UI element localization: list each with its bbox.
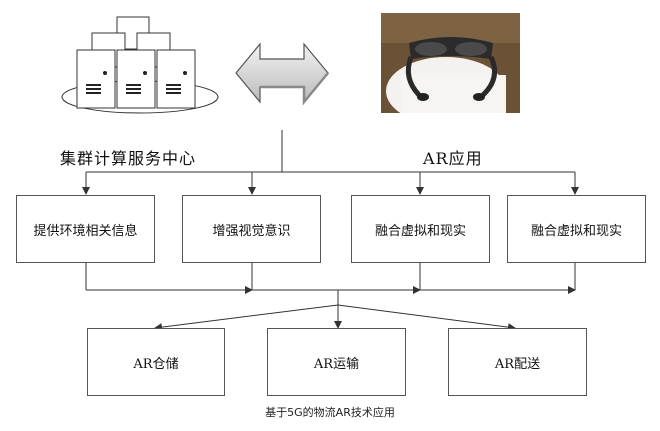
box-ar-warehousing: AR仓储 [87,328,225,396]
box-environment-info: 提供环境相关信息 [16,195,155,263]
ar-application-label: AR应用 [423,149,483,168]
double-arrow-icon [235,42,329,106]
cluster-computing-label: 集群计算服务中心 [60,149,197,168]
box-ar-transport: AR运输 [267,328,406,396]
box-merge-virtual-reality-1: 融合虚拟和现实 [351,195,490,263]
box-merge-virtual-reality-2: 融合虚拟和现实 [507,195,646,263]
box-ar-delivery: AR配送 [448,328,587,396]
server-cluster-icon [61,16,219,114]
ar-glasses-photo [381,13,520,113]
figure-caption: 基于5G的物流AR技术应用 [265,406,395,419]
box-visual-awareness: 增强视觉意识 [182,195,321,263]
